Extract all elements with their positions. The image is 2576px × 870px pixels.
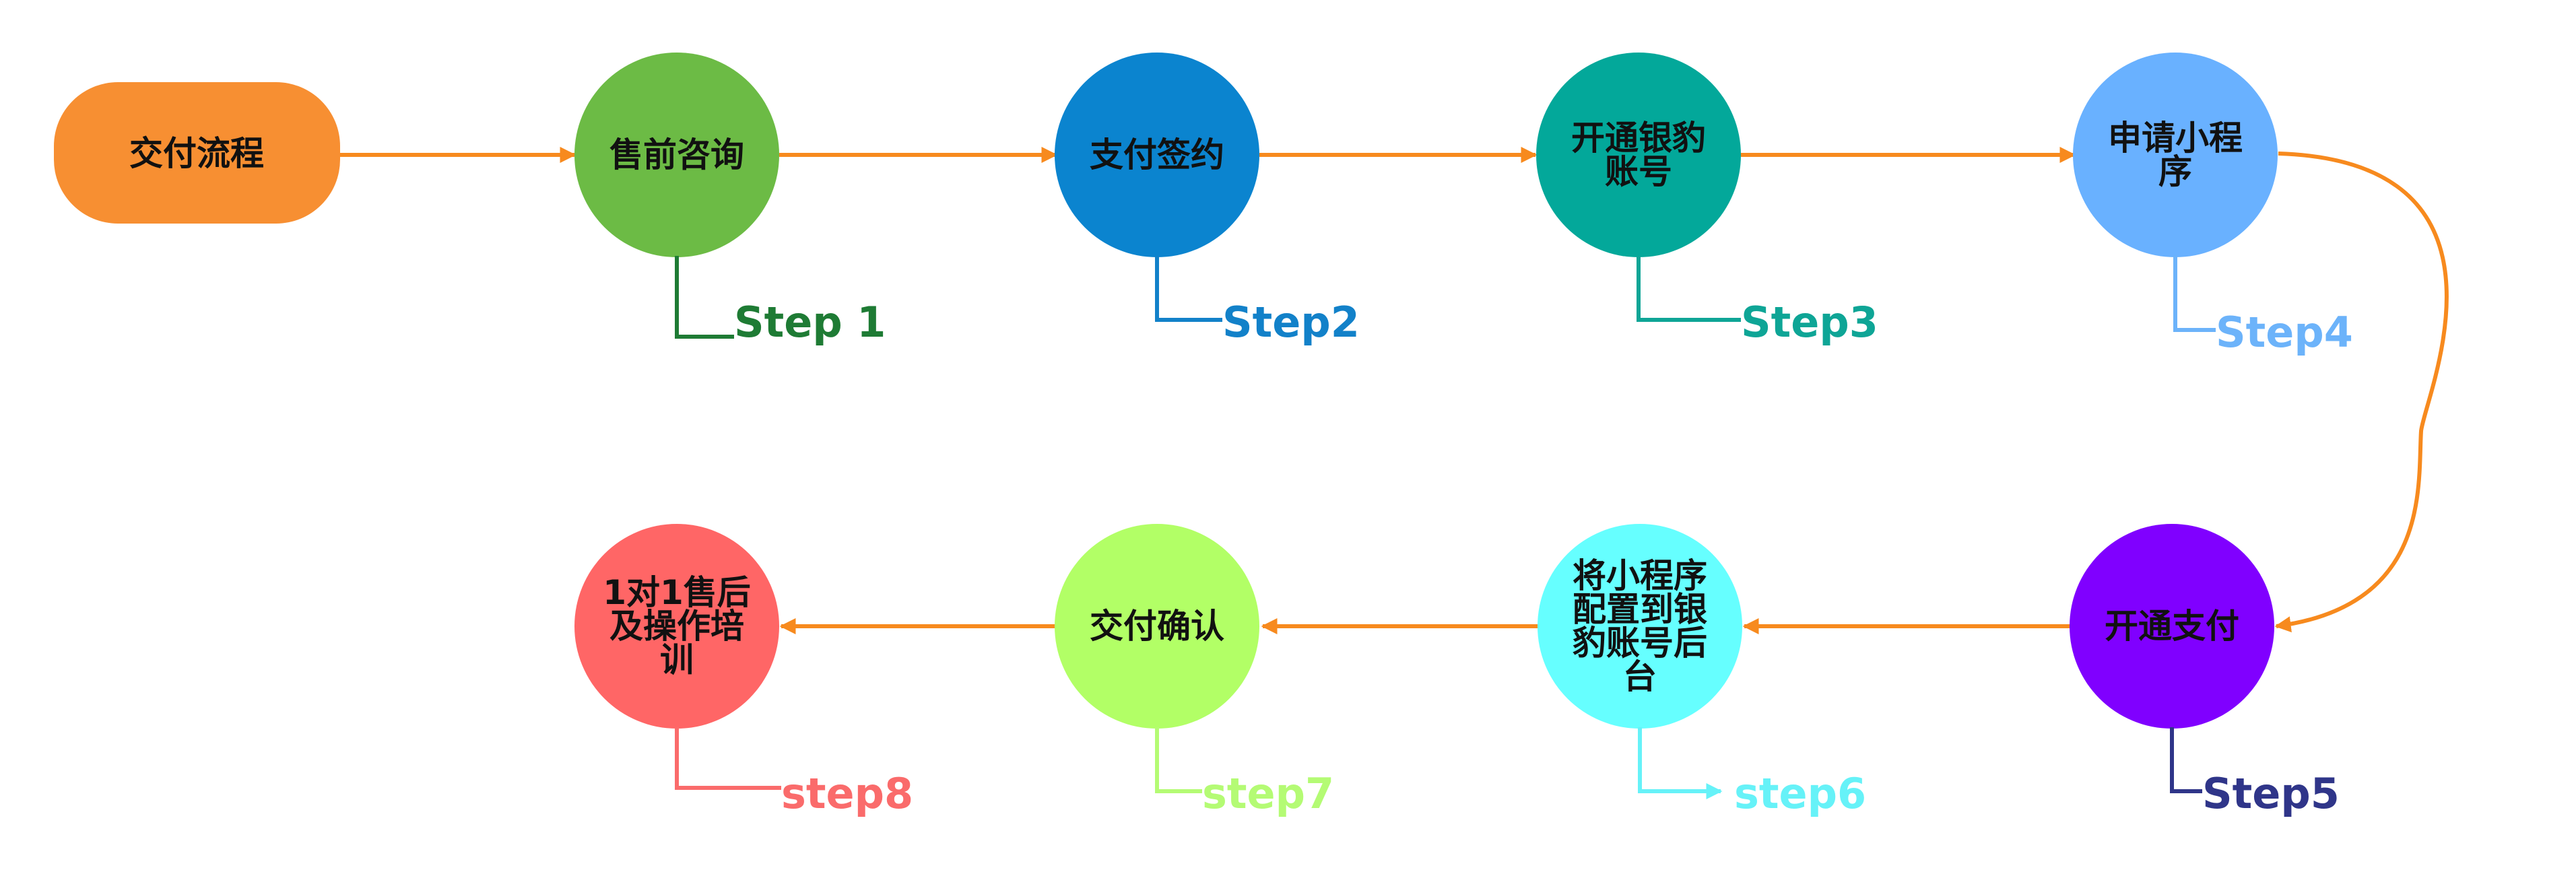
step-node-6-circle <box>1538 524 1742 729</box>
step-2-leader-line <box>1155 256 1222 322</box>
step-2-tag: Step2 <box>1222 298 1360 347</box>
step-node-6-label-line: 豹账号后 <box>1573 624 1707 663</box>
step-node-4-circle <box>2073 53 2278 257</box>
step-node-5-label-line: 开通支付 <box>2105 607 2239 646</box>
step-node-5: 开通支付 <box>2070 524 2274 729</box>
step-3-leader-line <box>1637 256 1741 322</box>
step-node-2-circle <box>1055 53 1259 257</box>
step-node-2: 支付签约 <box>1055 53 1259 257</box>
step-5-leader-line <box>2170 727 2202 793</box>
step-8-leader-line <box>675 727 781 790</box>
step-node-2-label-line: 支付签约 <box>1090 135 1224 174</box>
step-1-leader-line <box>675 256 734 339</box>
step-6-leader-line <box>1638 727 1723 799</box>
step-node-8-label-line: 训 <box>660 640 694 679</box>
step-node-4-label-line: 申请小程 <box>2108 119 2243 158</box>
step-node-5-circle <box>2070 524 2274 729</box>
connectors <box>340 147 2449 634</box>
step-node-1: 售前咨询 <box>574 53 779 257</box>
step-7-tag: step7 <box>1202 769 1334 818</box>
step-node-8-circle <box>574 524 779 729</box>
connector-step4-to-step5 <box>2274 152 2449 633</box>
start-node-label: 交付流程 <box>129 134 264 173</box>
step-node-7: 交付确认 <box>1055 524 1259 729</box>
start-node-shape <box>54 82 340 224</box>
step-1-tag: Step 1 <box>734 298 886 347</box>
step-7-leader-line <box>1155 727 1202 793</box>
step-6-tag: step6 <box>1734 769 1866 818</box>
step-node-1-circle <box>574 53 779 257</box>
step-node-3-circle <box>1536 53 1741 257</box>
step-5-tag: Step5 <box>2202 769 2340 818</box>
step-node-7-label-line: 交付确认 <box>1090 607 1224 646</box>
step-3-tag: Step3 <box>1741 298 1878 347</box>
step-node-7-circle <box>1055 524 1259 729</box>
step-node-4-label-line: 序 <box>2158 152 2192 191</box>
step-node-1-label-line: 售前咨询 <box>609 135 744 174</box>
step-node-6-label-line: 配置到银 <box>1573 590 1707 629</box>
step-node-3-label-line: 账号 <box>1605 152 1672 191</box>
step-8-tag: step8 <box>781 769 913 818</box>
step-node-8-label-line: 1对1售后 <box>603 573 751 612</box>
step-node-3-label-line: 开通银豹 <box>1571 119 1706 158</box>
step-node-6-label-line: 将小程序 <box>1573 556 1707 595</box>
step-4-tag: Step4 <box>2216 308 2353 357</box>
start-node: 交付流程 <box>54 82 340 224</box>
step-node-6-label-line: 台 <box>1623 657 1657 696</box>
step-node-8-label-line: 及操作培 <box>609 607 744 646</box>
step-4-leader-line <box>2173 256 2216 332</box>
